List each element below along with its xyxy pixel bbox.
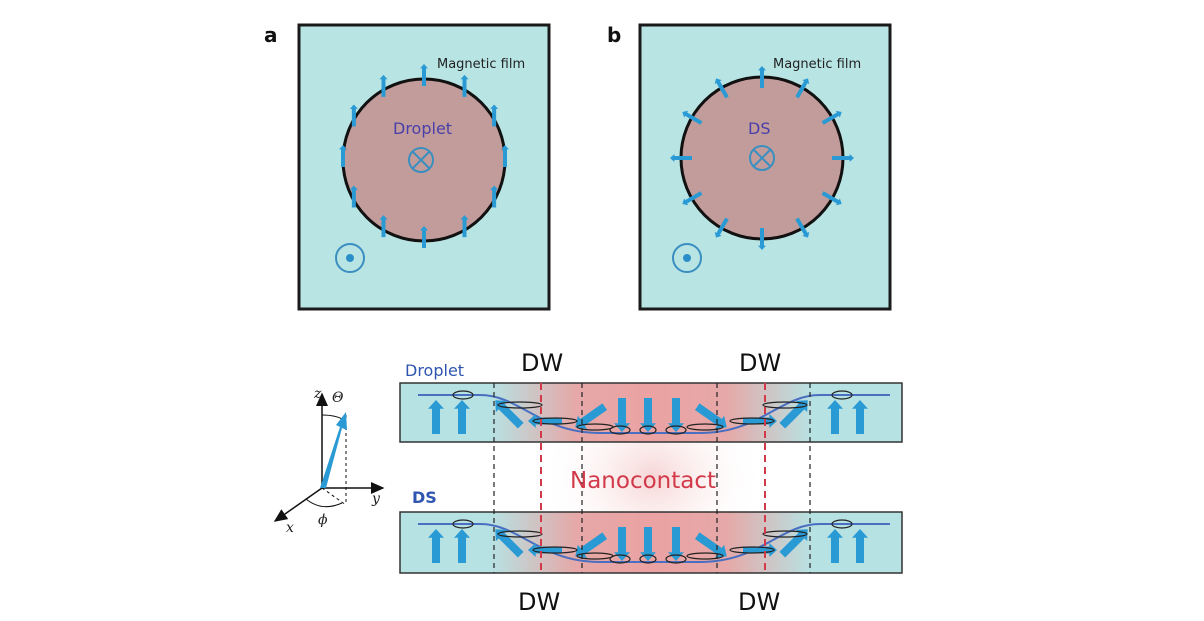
- spin-arrow-up-icon: [490, 185, 499, 208]
- spin-arrow-icon: [575, 403, 608, 429]
- precession-ellipse: [686, 552, 724, 560]
- spin-arrow-up-icon: [852, 529, 868, 563]
- domain-wall-guides: [493, 383, 811, 573]
- panel-b: b Magnetic film DS: [607, 23, 892, 311]
- panel-a: a Magnetic film Droplet: [264, 23, 551, 311]
- spin-arrow-up-icon: [454, 400, 470, 434]
- spin-arrow-up-icon: [827, 400, 843, 434]
- dw-label-top-right: DW: [739, 349, 781, 377]
- spin-arrow-radial-icon: [682, 191, 703, 206]
- droplet-profile-strip: Droplet DW DW: [399, 349, 903, 443]
- precession-ellipse: [665, 425, 687, 435]
- spin-arrow-up-icon: [501, 145, 509, 167]
- panel-a-label: a: [264, 23, 278, 47]
- projection-line: [321, 487, 347, 506]
- spin-arrow-up-icon: [454, 529, 470, 563]
- precession-ellipse: [729, 417, 775, 425]
- spin-arrow-down-icon: [668, 527, 684, 561]
- ds-profile-strip: DS DW DW: [399, 488, 903, 616]
- spin-arrow-radial-icon: [795, 78, 810, 99]
- ds-label: DS: [748, 119, 770, 138]
- precession-ellipse: [831, 519, 853, 529]
- spin-arrow-up-icon: [349, 185, 358, 208]
- spin-arrow-radial-icon: [670, 154, 692, 162]
- spin-arrow-radial-icon: [714, 78, 729, 99]
- out-of-page-icon: [335, 243, 365, 273]
- magnetization-vector-icon: [320, 412, 347, 488]
- spin-arrow-up-icon: [379, 74, 388, 97]
- precession-ellipse: [609, 425, 631, 435]
- precession-ellipse: [831, 390, 853, 400]
- precession-ellipse: [497, 401, 543, 409]
- spin-arrow-down-icon: [640, 398, 656, 432]
- into-page-icon: [749, 145, 775, 171]
- dw-label-bottom-right: DW: [738, 588, 780, 616]
- nanocontact-label: Nanocontact: [570, 468, 716, 494]
- precession-ellipse: [762, 401, 808, 409]
- theta-label: Θ: [332, 390, 344, 406]
- spin-arrow-down-icon: [614, 527, 630, 561]
- spin-arrow-radial-icon: [795, 217, 810, 238]
- precession-ellipse: [452, 519, 474, 529]
- spin-arrow-down-icon: [614, 398, 630, 432]
- coordinate-axes: z Θ y x ϕ: [273, 386, 385, 536]
- spin-arrow-up-icon: [379, 215, 388, 238]
- droplet-circle: [341, 77, 507, 243]
- spin-arrow-radial-icon: [758, 66, 766, 88]
- y-axis-label: y: [371, 491, 381, 507]
- precession-ellipse: [639, 554, 657, 564]
- film-label-a: Magnetic film: [437, 57, 525, 72]
- spin-arrow-up-icon: [852, 400, 868, 434]
- precession-ellipse: [452, 390, 474, 400]
- spin-arrow-up-icon: [339, 145, 347, 167]
- precession-ellipse: [686, 423, 724, 431]
- boundary-spins-b: [670, 66, 854, 250]
- spin-arrow-down-icon: [640, 527, 656, 561]
- spin-arrow-radial-icon: [714, 217, 729, 238]
- droplet-label: Droplet: [393, 119, 452, 138]
- spin-arrow-icon: [694, 403, 727, 429]
- precession-ellipse: [609, 554, 631, 564]
- z-axis-label: z: [313, 386, 322, 402]
- spin-arrow-radial-icon: [821, 110, 842, 125]
- spin-arrow-up-icon: [428, 529, 444, 563]
- spin-arrow-radial-icon: [682, 110, 703, 125]
- phi-arc: [305, 498, 343, 508]
- boundary-spins-a: [339, 64, 509, 248]
- spin-arrow-up-icon: [420, 64, 428, 86]
- ds-profile-label: DS: [412, 488, 437, 507]
- dw-label-bottom-left: DW: [518, 588, 560, 616]
- spin-arrow-up-icon: [460, 215, 469, 238]
- phi-label: ϕ: [318, 512, 328, 528]
- precession-ellipse: [639, 425, 657, 435]
- spin-arrow-up-icon: [349, 104, 358, 127]
- precession-ellipse: [665, 554, 687, 564]
- spin-arrow-up-icon: [428, 400, 444, 434]
- spin-arrow-radial-icon: [832, 154, 854, 162]
- dw-label-top-left: DW: [521, 349, 563, 377]
- x-axis: [273, 487, 323, 522]
- spin-arrow-up-icon: [490, 104, 499, 127]
- spin-arrow-icon: [694, 532, 727, 558]
- spin-arrow-up-icon: [827, 529, 843, 563]
- spin-arrow-radial-icon: [758, 228, 766, 250]
- spin-arrow-radial-icon: [821, 191, 842, 206]
- droplet-profile-label: Droplet: [405, 361, 464, 380]
- panel-b-label: b: [607, 23, 621, 47]
- out-of-page-icon: [672, 243, 702, 273]
- x-axis-label: x: [286, 520, 294, 536]
- into-page-icon: [408, 147, 434, 173]
- precession-ellipse: [729, 546, 775, 554]
- spin-arrow-up-icon: [420, 226, 428, 248]
- precession-ellipse: [762, 530, 808, 538]
- spin-arrow-icon: [575, 532, 608, 558]
- spin-arrow-up-icon: [460, 74, 469, 97]
- precession-ellipse: [532, 546, 578, 554]
- precession-ellipse: [532, 417, 578, 425]
- spin-arrow-down-icon: [668, 398, 684, 432]
- film-label-b: Magnetic film: [773, 57, 861, 72]
